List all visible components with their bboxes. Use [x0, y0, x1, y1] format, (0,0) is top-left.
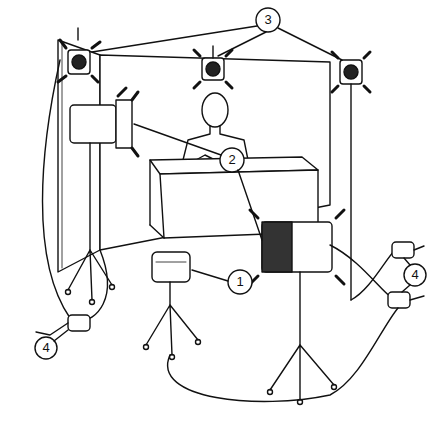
- leader-lines: [54, 330, 68, 341]
- callout-number: 2: [221, 149, 243, 171]
- leader-lines: [192, 270, 228, 281]
- leader-lines: [134, 124, 262, 240]
- callout-number: 4: [404, 264, 426, 286]
- callout-number: 4: [35, 337, 57, 359]
- callout-circle: [404, 264, 426, 286]
- callout-circle: [228, 270, 252, 294]
- left-flat: [58, 40, 100, 272]
- leader-lines: [92, 26, 342, 60]
- key-light-right: [250, 210, 344, 405]
- power-cables: [36, 60, 424, 402]
- back-flat: [100, 55, 330, 250]
- key-light-left: [66, 88, 139, 305]
- callout-circle: [220, 148, 244, 172]
- callout-circle: [35, 337, 57, 359]
- callout-circle: [256, 8, 280, 32]
- top-lights: [58, 28, 370, 300]
- fill-light: [144, 252, 201, 360]
- callout-number: 1: [229, 271, 251, 293]
- leader-lines: [402, 258, 410, 292]
- callout-number: 3: [257, 9, 279, 31]
